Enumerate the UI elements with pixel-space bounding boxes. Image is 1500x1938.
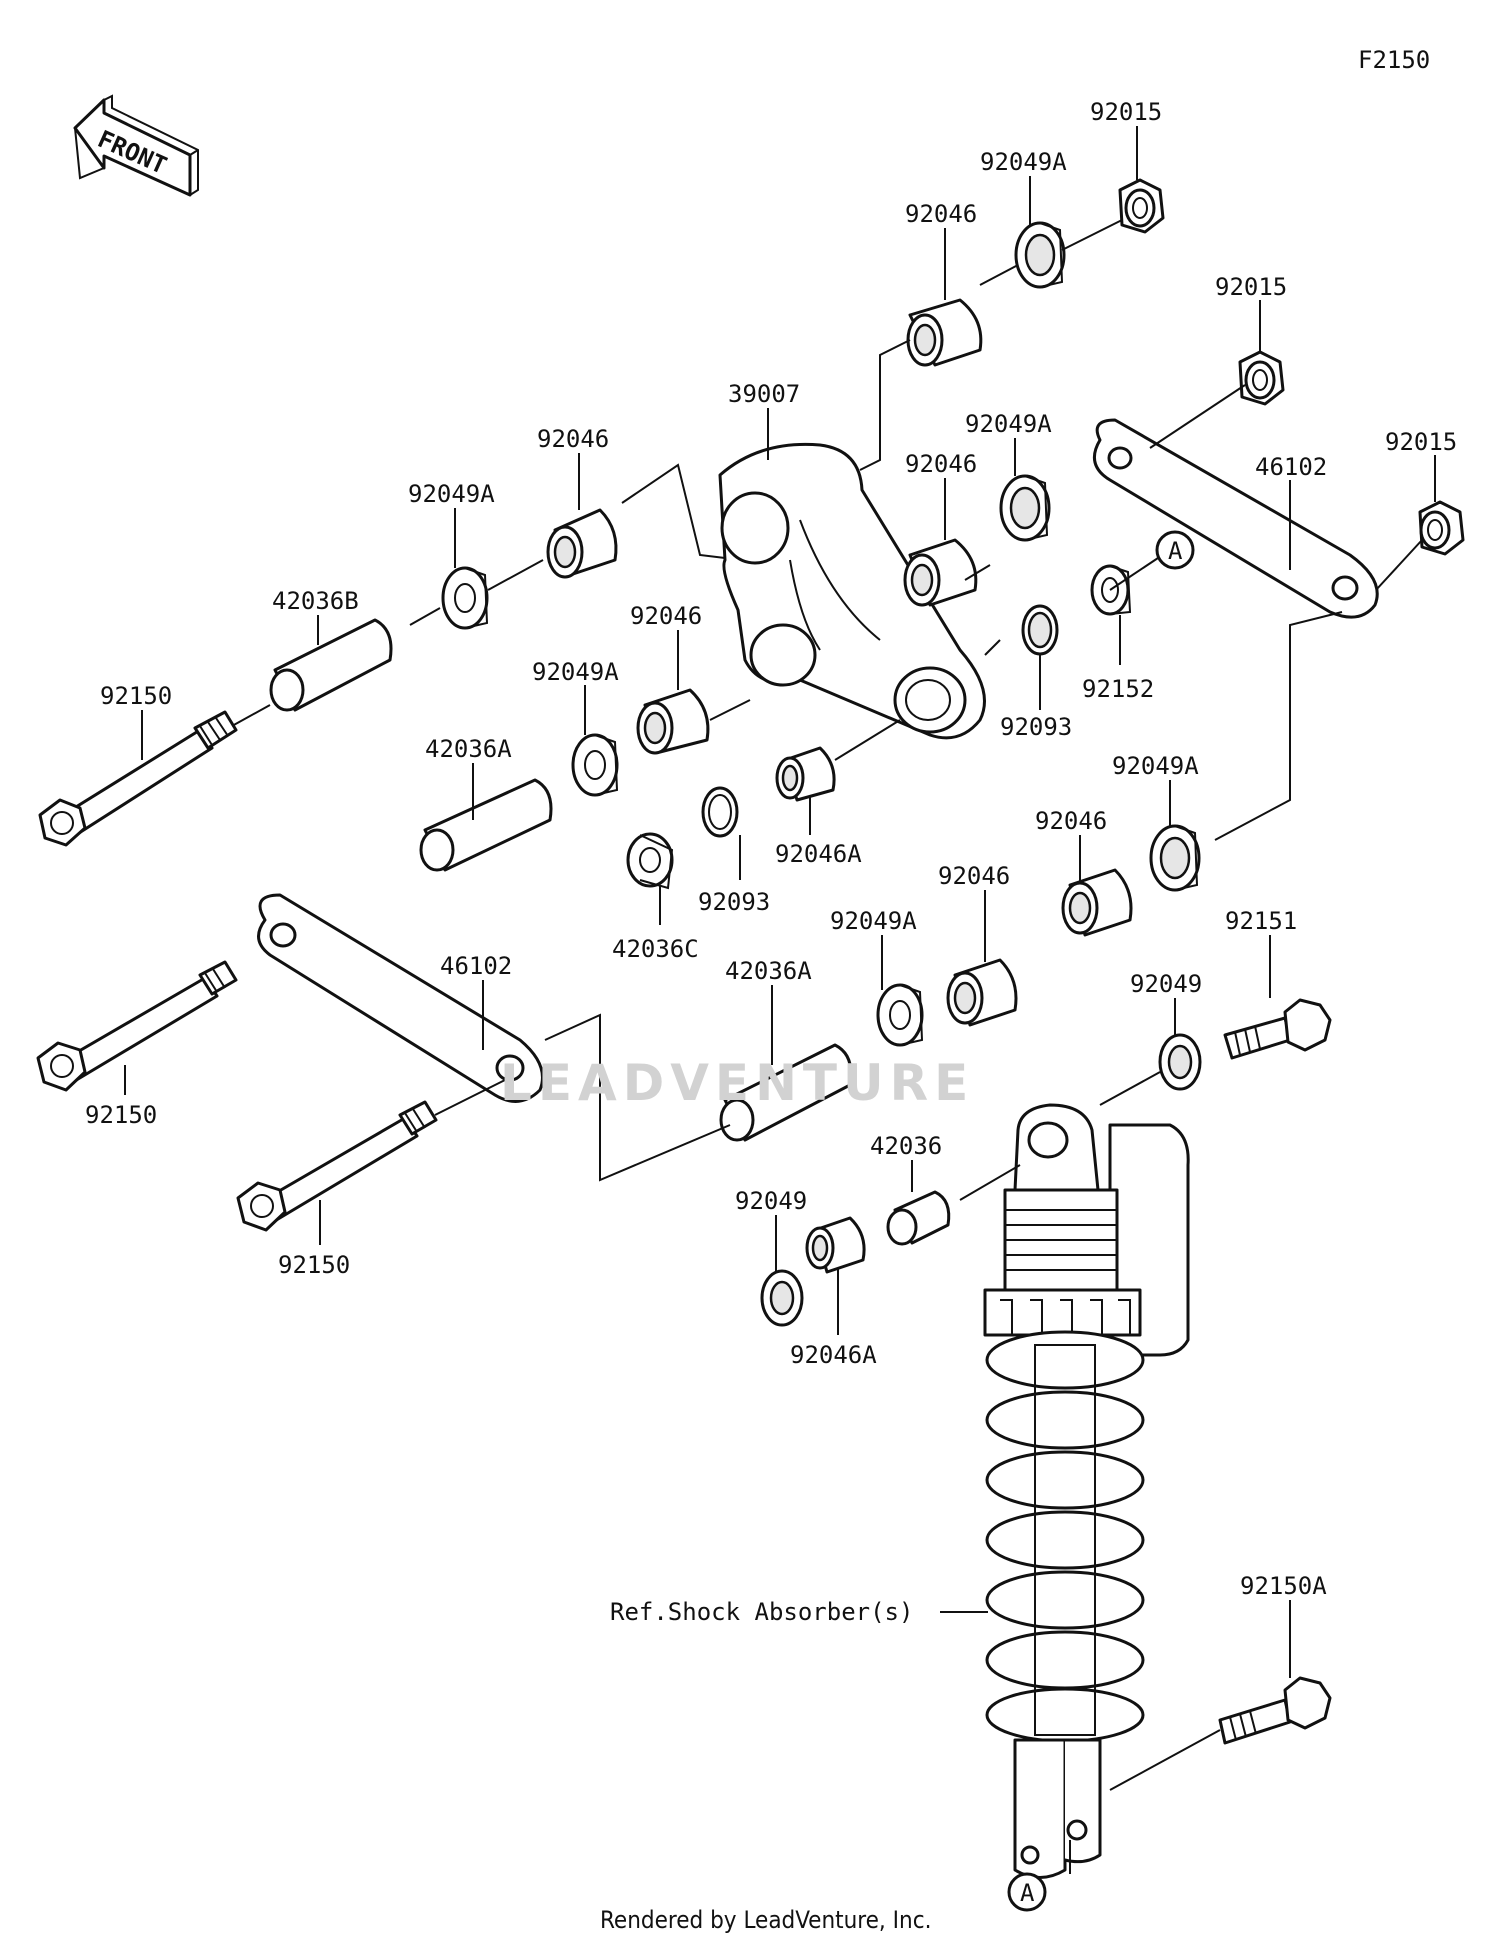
watermark: LEADVENTURE <box>500 1054 974 1112</box>
nut-92015-mid <box>1238 350 1285 406</box>
seal-92049A-mid <box>999 474 1051 542</box>
label-42036C: 42036C <box>612 935 699 963</box>
bolt-92150-mid <box>36 960 238 1092</box>
bolt-92150A <box>1218 1676 1332 1745</box>
label-92046A-mid: 92046A <box>775 840 862 868</box>
bearing-92046-left2 <box>636 688 710 755</box>
leader-lines <box>124 126 1436 1874</box>
label-42036A-left: 42036A <box>425 735 512 763</box>
collar-42036A-low <box>719 1043 853 1142</box>
shock-absorber <box>983 1103 1190 1879</box>
label-92015-top: 92015 <box>1090 98 1162 126</box>
bearing-92046-top <box>906 298 983 367</box>
nut-92015-right <box>1418 500 1465 556</box>
bearing-92046-mid <box>903 538 978 607</box>
collar-42036C <box>626 832 674 890</box>
footer-text: Rendered by LeadVenture, Inc. <box>600 1906 931 1934</box>
label-92046A-low: 92046A <box>790 1341 877 1369</box>
bearing-92046-upper-left <box>546 508 618 579</box>
oring-92093-left <box>701 786 739 838</box>
part-labels: 92015 92049A 92046 92015 92015 46102 390… <box>85 98 1457 1626</box>
label-39007: 39007 <box>728 380 800 408</box>
label-92049A-low: 92049A <box>830 907 917 935</box>
oring-92093-right <box>1021 604 1059 656</box>
front-arrow-icon: FRONT <box>73 94 199 197</box>
label-46102-left: 46102 <box>440 952 512 980</box>
label-92150-top: 92150 <box>100 682 172 710</box>
callout-a-lower <box>1007 1872 1047 1912</box>
bolt-92150-top <box>38 710 238 847</box>
tie-rod-46102-left <box>257 893 544 1103</box>
bearing-92046A-low <box>805 1216 866 1274</box>
label-92049A-top: 92049A <box>980 148 1067 176</box>
label-46102-right: 46102 <box>1255 453 1327 481</box>
label-92093-left: 92093 <box>698 888 770 916</box>
label-92049A-right: 92049A <box>1112 752 1199 780</box>
label-92151: 92151 <box>1225 907 1297 935</box>
callout-a-upper-label: A <box>1168 537 1183 565</box>
seal-92049-right <box>1158 1033 1202 1091</box>
label-92049A-left: 92049A <box>408 480 495 508</box>
bearing-92046A-mid <box>775 746 836 802</box>
bearing-92046-low <box>946 958 1018 1027</box>
label-92152: 92152 <box>1082 675 1154 703</box>
bearing-92046-right2 <box>1061 868 1133 937</box>
label-42036A-low: 42036A <box>725 957 812 985</box>
label-42036: 42036 <box>870 1132 942 1160</box>
label-92150-mid: 92150 <box>85 1101 157 1129</box>
label-92093-right: 92093 <box>1000 713 1072 741</box>
label-92046-right2: 92046 <box>1035 807 1107 835</box>
collar-42036B <box>269 618 393 712</box>
seal-92049-low <box>760 1269 804 1327</box>
rocker-arm-39007 <box>718 442 986 740</box>
callout-a-upper <box>1155 530 1195 570</box>
diagram-code: F2150 <box>1358 46 1430 74</box>
callout-a-lower-label: A <box>1020 1879 1035 1907</box>
seal-92049A-left2 <box>571 733 619 797</box>
nut-92015-top <box>1118 178 1165 234</box>
seal-92049A-right <box>1149 824 1201 892</box>
seal-92049A-top <box>1014 221 1066 289</box>
label-92046-low: 92046 <box>938 862 1010 890</box>
label-92150A: 92150A <box>1240 1572 1327 1600</box>
label-42036B: 42036B <box>272 587 359 615</box>
label-92015-mid: 92015 <box>1215 273 1287 301</box>
label-92049A-mid: 92049A <box>965 410 1052 438</box>
tie-rod-46102-right <box>1092 418 1379 619</box>
label-92049-low: 92049 <box>735 1187 807 1215</box>
seal-92049A-left <box>441 566 489 630</box>
bolt-92150-low <box>236 1100 438 1232</box>
label-92015-right: 92015 <box>1385 428 1457 456</box>
label-92049-right: 92049 <box>1130 970 1202 998</box>
label-92046-mid: 92046 <box>905 450 977 478</box>
label-92046-top: 92046 <box>905 200 977 228</box>
collar-42036 <box>886 1190 951 1246</box>
label-92049A-left2: 92049A <box>532 658 619 686</box>
ref-shock-absorber-label: Ref.Shock Absorber(s) <box>610 1598 913 1626</box>
seal-92049A-low <box>876 983 924 1047</box>
label-92046-left2: 92046 <box>630 602 702 630</box>
label-92150-low: 92150 <box>278 1251 350 1279</box>
label-92046-upper-left: 92046 <box>537 425 609 453</box>
collar-42036A-left <box>419 778 553 872</box>
bolt-92151 <box>1223 998 1332 1060</box>
